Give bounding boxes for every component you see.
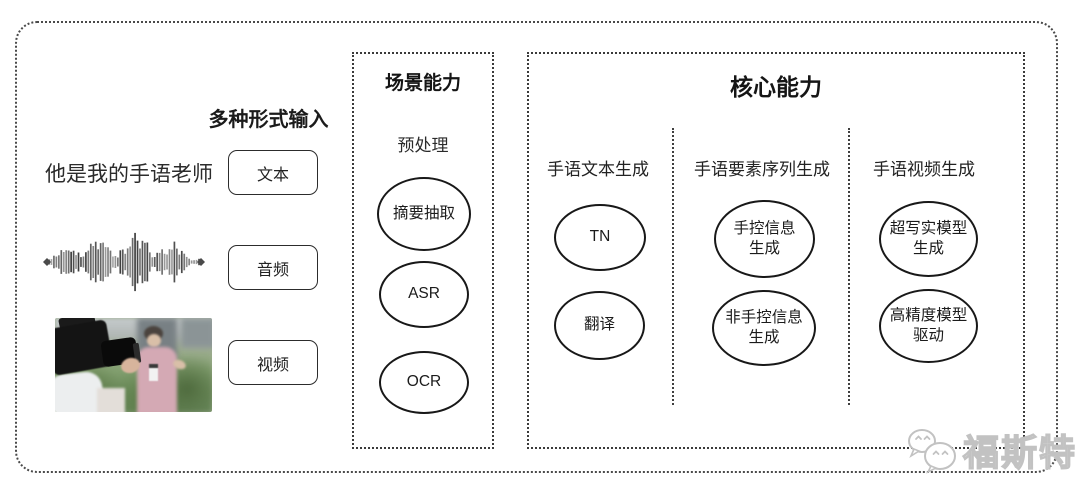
column-header-text-generation: 手语文本生成 [547,160,649,179]
watermark: 福斯特 [905,424,1077,476]
node-asr: ASR [379,261,469,328]
node-translation: 翻译 [554,291,645,360]
building-shape [180,318,212,349]
core-capability-panel: 核心能力 [527,52,1025,449]
video-thumbnail [55,318,212,412]
node-manual-info-generation: 手控信息 生成 [714,200,815,278]
scene-capability-title: 场景能力 [384,73,461,94]
node-tn: TN [554,204,646,271]
node-nonmanual-info-generation: 非手控信息 生成 [712,290,816,366]
sample-sentence: 他是我的手语老师 [45,163,213,186]
node-summary-extraction: 摘要抽取 [377,177,471,251]
audio-waveform-icon [43,232,205,292]
outer-dotted-frame [15,21,1058,473]
input-modes-label: 多种形式输入 [208,109,329,131]
node-ocr: OCR [379,351,469,414]
watermark-text: 福斯特 [962,431,1078,473]
scene-capability-panel: 场景能力 预处理 [352,52,494,449]
core-capability-title: 核心能力 [730,74,822,100]
audio-mode-box: 音频 [228,245,318,290]
node-hyperrealistic-model-generation: 超写实模型 生成 [879,201,978,277]
reporter-face [146,333,161,347]
chat-bubbles-icon [908,429,956,474]
column-header-element-sequence-generation: 手语要素序列生成 [694,160,830,179]
text-mode-box: 文本 [228,150,318,195]
node-high-precision-model-driving: 高精度模型 驱动 [879,289,978,363]
column-divider [672,128,674,405]
column-divider [848,128,850,405]
preprocess-label: 预处理 [397,136,449,155]
cameraman-arm [97,388,125,412]
column-header-video-generation: 手语视频生成 [873,160,975,179]
video-mode-box: 视频 [228,340,318,385]
microphone-shape [149,364,159,382]
